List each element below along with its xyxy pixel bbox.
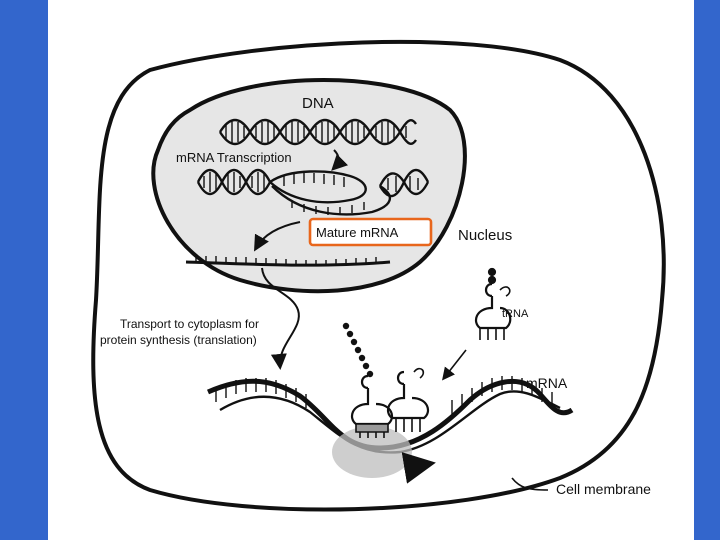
trna-free [474,267,512,340]
transcription-bubble [196,168,430,216]
transport-label-line2: protein synthesis (translation) [100,333,257,347]
ribosome [332,426,436,484]
amino-acid-chain [342,322,374,378]
arrow-trna-to-ribosome [442,349,467,381]
cell-membrane-label: Cell membrane [556,481,651,497]
cell-membrane-leader [511,477,549,491]
trna-bound-2 [386,367,430,432]
arrow-to-mature-mrna [254,221,301,252]
transcription-label: mRNA Transcription [176,150,292,165]
cell-membrane-outline [91,39,666,512]
trna-label: tRNA [502,308,529,320]
dna-helix [218,118,417,146]
mature-mrna-highlight-box [308,217,433,247]
right-blue-bar [694,0,720,540]
transport-label-line1: Transport to cytoplasm for [120,317,259,331]
mature-mrna-label: Mature mRNA [316,225,399,240]
mature-mrna-strand [185,256,391,267]
mrna-label: mRNA [526,375,568,391]
left-blue-bar [0,0,48,540]
arrow-to-transcription [331,149,349,171]
trna-bound-1 [350,374,394,438]
dna-label: DNA [302,95,334,112]
nucleus-label: Nucleus [458,227,512,244]
transport-path [261,267,300,370]
